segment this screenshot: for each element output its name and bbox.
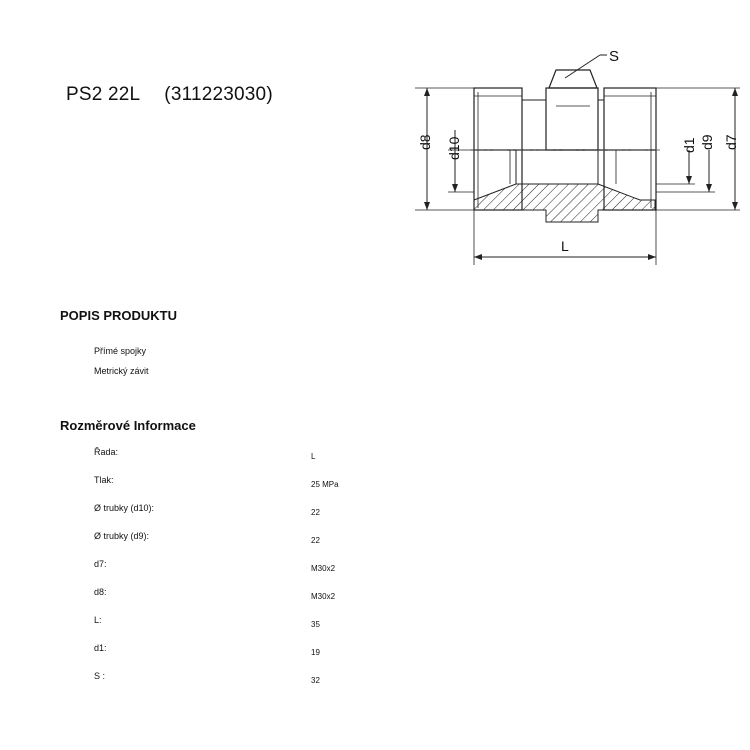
spec-label-hex-size: S : [94, 671, 106, 681]
label-d9: d9 [699, 134, 715, 150]
spec-label-pressure: Tlak: [94, 475, 114, 485]
spec-value-series: L [311, 452, 316, 461]
hex-body [545, 87, 599, 151]
product-title: PS2 22L (311223030) [66, 84, 273, 106]
label-d7: d7 [723, 134, 739, 150]
spec-label-length: L: [94, 615, 102, 625]
right-thread-body [603, 87, 657, 211]
product-description-heading: POPIS PRODUKTU [60, 308, 178, 323]
label-l: L [561, 238, 569, 254]
left-thread-body [473, 87, 523, 211]
spec-label-tube-d9: Ø trubky (d9): [94, 531, 150, 541]
spec-value-d7: M30x2 [311, 564, 336, 573]
spec-label-d7: d7: [94, 559, 107, 569]
section-hatch [473, 183, 656, 223]
spec-value-tube-d10: 22 [311, 508, 320, 517]
label-d1: d1 [681, 137, 697, 153]
spec-label-d8: d8: [94, 587, 107, 597]
spec-value-tube-d9: 22 [311, 536, 320, 545]
spec-value-pressure: 25 MPa [311, 480, 339, 489]
label-d8: d8 [417, 134, 433, 150]
spec-label-d1: d1: [94, 643, 107, 653]
spec-value-length: 35 [311, 620, 320, 629]
spec-label-series: Řada: [94, 447, 119, 457]
spec-value-d8: M30x2 [311, 592, 336, 601]
description-line: Metrický závit [94, 366, 149, 376]
label-d10: d10 [446, 136, 462, 160]
dimensions-heading: Rozměrové Informace [60, 418, 196, 433]
spec-value-d1: 19 [311, 648, 320, 657]
spec-label-tube-d10: Ø trubky (d10): [94, 503, 155, 513]
product-code: (311223030) [164, 84, 273, 105]
product-name: PS2 22L [66, 84, 141, 105]
spec-value-hex-size: 32 [311, 676, 320, 685]
description-line: Přímé spojky [94, 346, 147, 356]
technical-drawing: S d8 d10 d1 d9 d7 L [415, 48, 740, 265]
hex-top [548, 69, 598, 89]
label-s: S [609, 48, 619, 65]
